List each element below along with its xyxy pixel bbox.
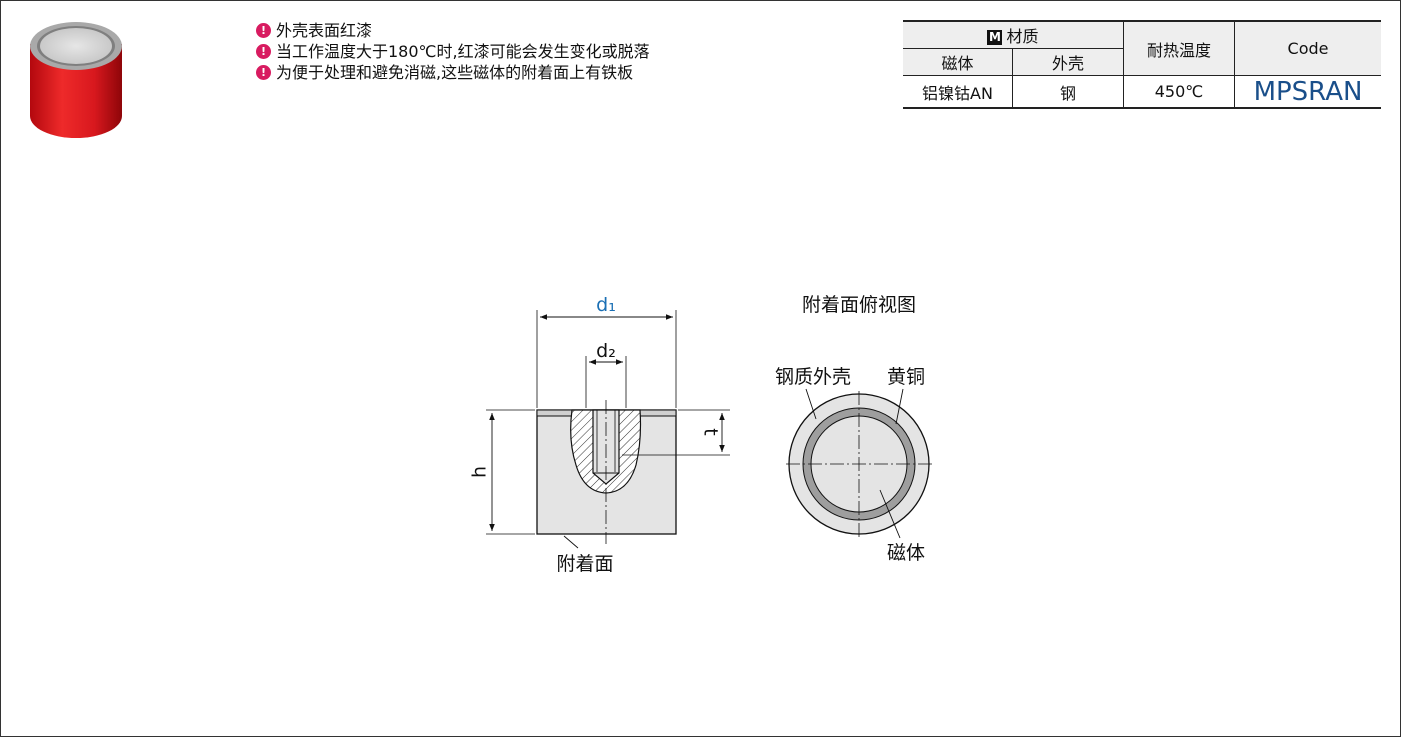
note-item: ! 为便于处理和避免消磁,这些磁体的附着面上有铁板	[256, 62, 650, 83]
note-item: ! 当工作温度大于180℃时,红漆可能会发生变化或脱落	[256, 41, 650, 62]
code-header: Code	[1234, 20, 1381, 76]
attach-face-label: 附着面	[556, 553, 613, 575]
brass-label: 黄铜	[887, 366, 925, 388]
shell-value: 钢	[1012, 75, 1124, 109]
steel-shell-label: 钢质外壳	[775, 366, 851, 388]
side-section-view	[536, 400, 677, 544]
material-badge-icon: M	[987, 30, 1003, 45]
dim-d1-label: d₁	[596, 294, 616, 316]
attach-face-callout: 附着面	[556, 535, 614, 575]
material-header: 材质	[1006, 27, 1039, 46]
code-value[interactable]: MPSRAN	[1234, 75, 1381, 109]
dimension-h: h	[469, 409, 535, 535]
notes-list: ! 外壳表面红漆 ! 当工作温度大于180℃时,红漆可能会发生变化或脱落 ! 为…	[256, 20, 650, 83]
shell-header: 外壳	[1012, 48, 1124, 76]
dim-d2-label: d₂	[596, 340, 616, 362]
magnet-value: 铝镍钴AN	[903, 75, 1013, 109]
note-item: ! 外壳表面红漆	[256, 20, 650, 41]
dimension-t: t	[622, 409, 730, 456]
warning-icon: !	[256, 23, 271, 38]
top-view: 附着面俯视图 钢质外壳 黄铜 磁体	[775, 294, 932, 564]
heat-header: 耐热温度	[1123, 20, 1235, 76]
note-text: 外壳表面红漆	[276, 21, 373, 40]
note-text: 为便于处理和避免消磁,这些磁体的附着面上有铁板	[276, 63, 634, 82]
heat-value: 450℃	[1123, 75, 1235, 109]
warning-icon: !	[256, 44, 271, 59]
warning-icon: !	[256, 65, 271, 80]
dimension-d1: d₁	[536, 294, 677, 408]
dim-h-label: h	[469, 466, 491, 478]
note-text: 当工作温度大于180℃时,红漆可能会发生变化或脱落	[276, 42, 650, 61]
top-view-title: 附着面俯视图	[802, 294, 916, 316]
dim-t-label: t	[700, 428, 722, 435]
magnet-label: 磁体	[887, 542, 925, 564]
product-image	[30, 22, 122, 138]
magnet-header: 磁体	[903, 48, 1013, 76]
dimension-d2: d₂	[585, 340, 627, 408]
